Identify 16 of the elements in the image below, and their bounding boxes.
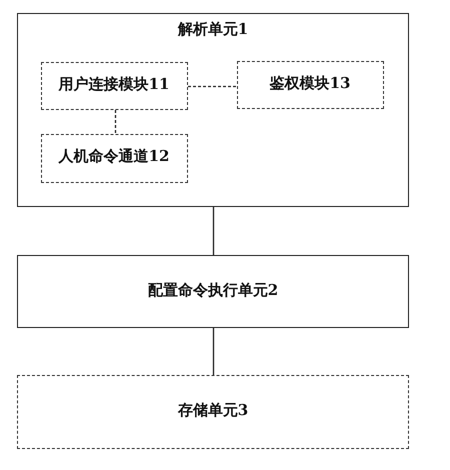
box-label: 存储单元3 xyxy=(176,401,250,420)
connector-line xyxy=(212,207,214,255)
module-box xyxy=(40,134,188,182)
unit-box xyxy=(17,13,409,207)
box-label: 人机命令通道12 xyxy=(57,147,170,166)
box-label: 鉴权模块13 xyxy=(268,74,352,92)
box-label: 用户连接模块11 xyxy=(57,74,170,94)
unit-box xyxy=(17,375,409,449)
box-label: 配置命令执行单元2 xyxy=(146,280,280,300)
module-box xyxy=(236,60,384,108)
unit-box xyxy=(17,255,409,328)
connector-line xyxy=(212,328,214,375)
connector-line xyxy=(188,86,237,88)
box-label: 解析单元1 xyxy=(176,20,250,39)
connector-line xyxy=(114,110,116,134)
module-box xyxy=(40,62,188,110)
